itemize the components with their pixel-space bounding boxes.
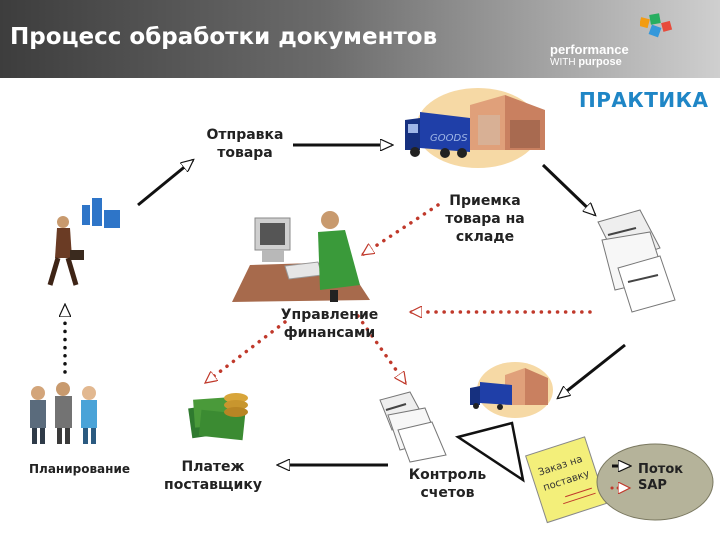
finance-computer-icon [232, 211, 370, 302]
arrow-invoice-to-goods [558, 343, 626, 398]
truck-goods-text: GOODS [430, 133, 468, 144]
sap-flow-legend [596, 443, 714, 521]
goods-truck-icon [470, 362, 553, 418]
label-finance: Управление финансами [280, 307, 379, 341]
arrow-planning-to-shipping [137, 160, 193, 207]
dotted-arrow-finance-to-payment [203, 320, 287, 385]
header-bar: Процесс обработки документов performance… [0, 0, 720, 78]
logo-text: performance [550, 42, 629, 57]
practice-badge: ПРАКТИКА [579, 88, 709, 112]
purchase-order-doc: Заказ на поставку [525, 436, 607, 524]
invoice-documents-icon [597, 209, 676, 313]
logo-subtext: WITH purpose [550, 56, 622, 68]
label-shipping: Отправка товара [206, 127, 284, 161]
label-payment: Платеж поставщику [164, 459, 262, 493]
arrow-receiving-to-invoice [541, 163, 595, 215]
control-documents-icon [379, 391, 447, 463]
businessman-icon [47, 198, 120, 286]
company-logo: performance WITH purpose [550, 12, 680, 68]
label-invoice-control: Контроль счетов [408, 467, 487, 501]
dotted-arrow-finance-to-control [356, 314, 408, 386]
dotted-arrow-receiving-to-finance [360, 203, 440, 257]
money-stack-icon [188, 393, 248, 441]
matching-triangle [454, 421, 525, 483]
page-title: Процесс обработки документов [10, 24, 438, 50]
logo-mark-icon [640, 13, 673, 38]
label-receiving: Приемка товара на складе [445, 193, 525, 245]
legend-label: Поток SAP [638, 462, 684, 493]
truck-warehouse-icon: GOODS [405, 88, 545, 168]
team-handshake-icon [30, 382, 97, 444]
label-planning: Планирование [29, 462, 130, 476]
